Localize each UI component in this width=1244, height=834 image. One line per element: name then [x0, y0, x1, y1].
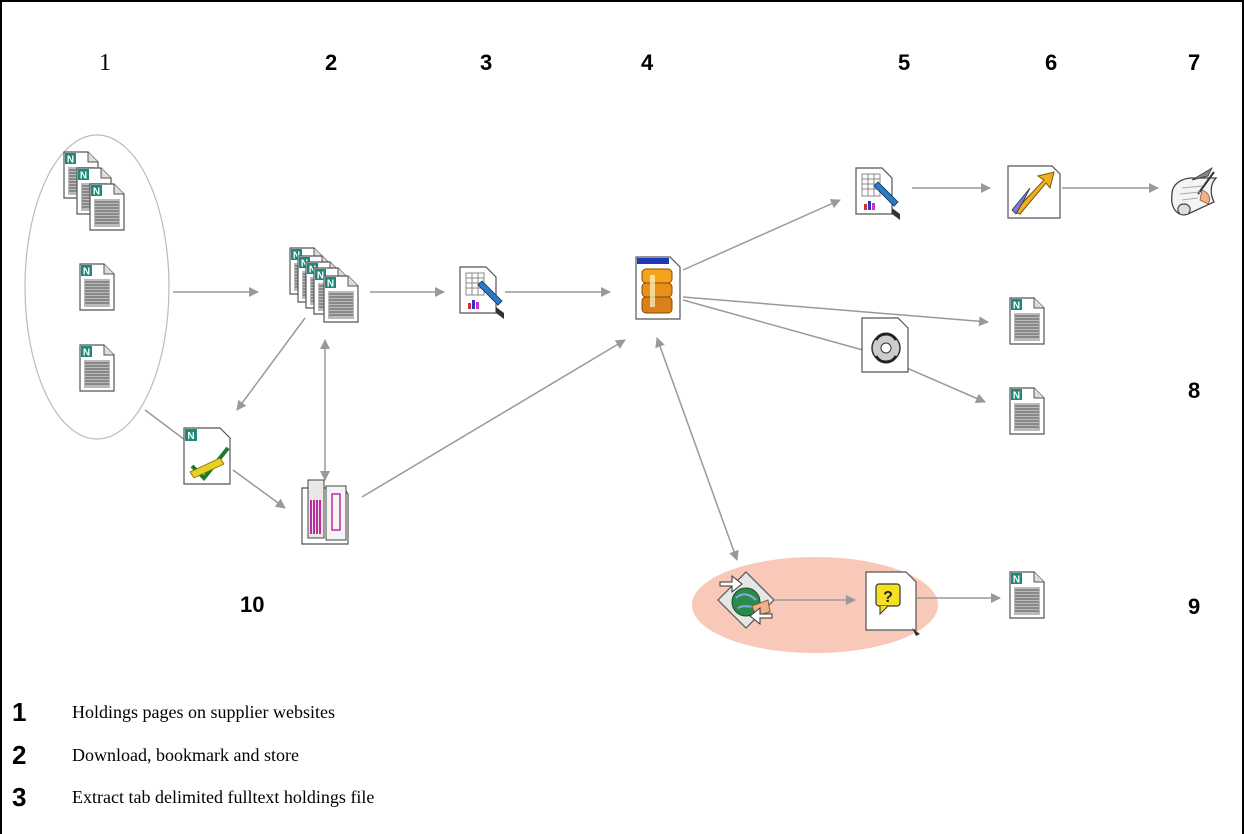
legend-text: Holdings pages on supplier websites: [72, 701, 335, 722]
step-number-10: 10: [240, 592, 264, 617]
legend-number: 2: [12, 739, 27, 770]
arrow-1-to-bookmark: [144, 409, 186, 441]
legend-item-2: 2 Download, bookmark and store: [10, 738, 299, 772]
step-number-5: 5: [898, 50, 910, 75]
upload-arrow-icon: [1007, 165, 1061, 219]
arrow-4-to-8a: [682, 296, 989, 327]
step-number-3: 3: [480, 50, 492, 75]
spreadsheet-extract-icon: [459, 266, 505, 320]
step-number-9: 9: [1188, 594, 1200, 619]
legend-number: 1: [12, 696, 27, 727]
arrow-2-to-bookmark: [236, 317, 306, 411]
legend-item-3: 3 Extract tab delimited fulltext holding…: [10, 780, 374, 814]
supplier-pages-icon: [63, 151, 125, 392]
step-number-7: 7: [1188, 50, 1200, 75]
arrow-4-to-8b: [682, 299, 986, 403]
step-number-4: 4: [641, 50, 654, 75]
result-page-icon: [1009, 571, 1045, 619]
supplier-pages-cluster: [24, 134, 170, 440]
output-page-a-icon: [1009, 297, 1045, 345]
step-number-1: 1: [99, 50, 111, 76]
database-document-icon: [635, 256, 681, 320]
scroll-quill-icon: [1171, 166, 1218, 216]
legend-text: Download, bookmark and store: [72, 744, 299, 765]
query-document-icon: ?: [865, 571, 920, 636]
arrow-4-query: [655, 337, 739, 561]
legend-item-1: 1 Holdings pages on supplier websites: [10, 695, 335, 729]
step-number-8: 8: [1188, 378, 1200, 403]
step-number-6: 6: [1045, 50, 1057, 75]
svg-text:N: N: [187, 431, 194, 442]
step-number-2: 2: [325, 50, 337, 75]
bookmark-check-icon: N: [183, 427, 231, 485]
library-store-icon: [301, 479, 349, 545]
legend-number: 3: [12, 781, 27, 812]
arrow-4-to-5: [682, 199, 841, 271]
arrow-bookmark-to-store: [232, 469, 286, 509]
output-page-b-icon: [1009, 387, 1045, 435]
svg-text:?: ?: [883, 589, 893, 606]
spreadsheet-export-icon: [855, 167, 901, 221]
document-stack-icon: [289, 247, 359, 323]
arrow-store-to-4: [361, 339, 626, 498]
web-query-icon: [717, 571, 775, 629]
sync-document-icon: [861, 317, 909, 373]
legend-text: Extract tab delimited fulltext holdings …: [72, 786, 375, 807]
